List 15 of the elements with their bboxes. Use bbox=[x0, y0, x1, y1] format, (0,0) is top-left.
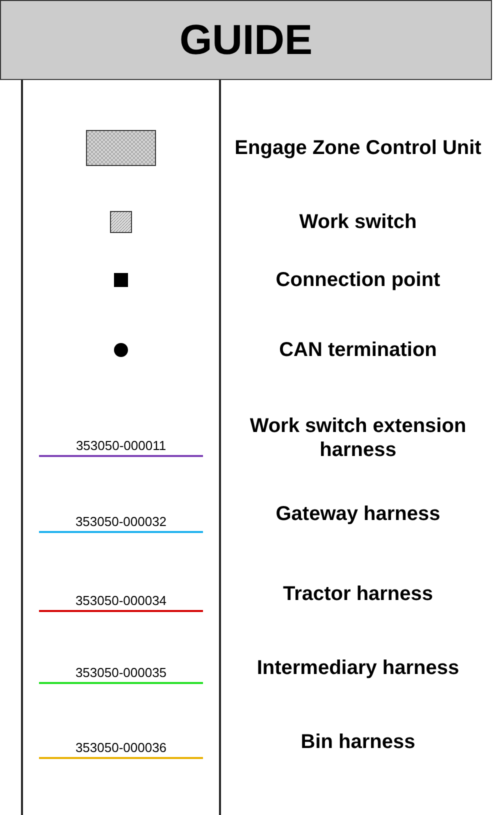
part-number: 353050-000034 bbox=[74, 593, 168, 608]
legend-label: Tractor harness bbox=[282, 582, 434, 606]
part-number: 353050-000011 bbox=[74, 438, 168, 453]
part-number: 353050-000036 bbox=[74, 740, 168, 755]
legend-label: Bin harness bbox=[300, 730, 416, 754]
legend-label: Gateway harness bbox=[274, 502, 442, 526]
legend-label: Intermediary harness bbox=[256, 656, 460, 680]
legend-label: Work switch extension harness bbox=[248, 414, 468, 462]
legend-label: Engage Zone Control Unit bbox=[234, 136, 482, 160]
legend-label: Work switch bbox=[298, 210, 418, 234]
legend-label: Connection point bbox=[274, 268, 442, 292]
part-number: 353050-000032 bbox=[74, 514, 168, 529]
part-number: 353050-000035 bbox=[74, 665, 168, 680]
guide-title: GUIDE bbox=[0, 0, 492, 80]
legend-label: CAN termination bbox=[278, 338, 438, 362]
